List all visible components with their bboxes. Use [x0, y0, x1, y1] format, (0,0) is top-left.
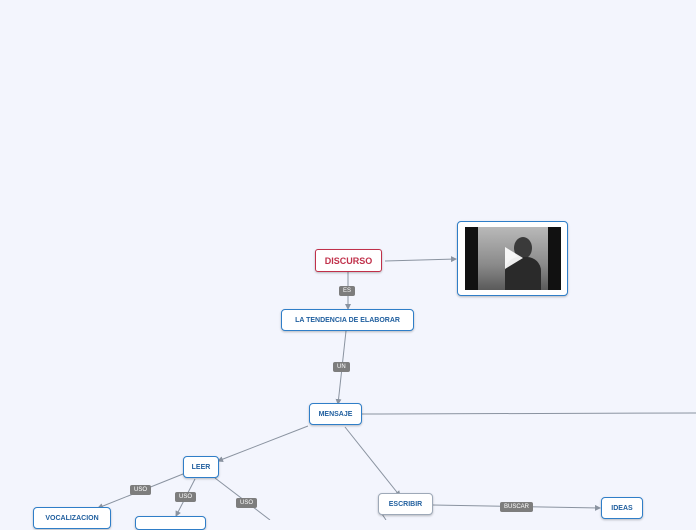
node-discurso[interactable]: DISCURSO [315, 249, 382, 272]
link-label-un: UN [333, 362, 350, 372]
connector-mensaje-leer [217, 425, 309, 462]
link-label-uso-right: USO [236, 498, 258, 508]
play-icon[interactable] [505, 247, 523, 269]
link-label-es: ES [339, 286, 356, 296]
connector-mensaje-right [361, 412, 696, 415]
video-thumbnail[interactable] [457, 221, 568, 296]
link-label-uso-middle: USO [175, 492, 197, 502]
node-vocalizacion[interactable]: VOCALIZACION [33, 507, 111, 529]
node-ideas[interactable]: IDEAS [601, 497, 643, 519]
node-leer[interactable]: LEER [183, 456, 219, 478]
node-escribir[interactable]: ESCRIBIR [378, 493, 433, 515]
link-label-uso-vocalizacion: USO [130, 485, 152, 495]
node-tendencia[interactable]: LA TENDENCIA DE ELABORAR [281, 309, 414, 331]
connector-mensaje-escribir [344, 426, 401, 497]
node-mensaje[interactable]: MENSAJE [309, 403, 362, 425]
video-frame [465, 227, 561, 290]
connector-discurso-video [384, 256, 457, 263]
node-leer-child-2[interactable] [135, 516, 206, 530]
connector-escribir-down [381, 513, 387, 520]
link-label-buscar: BUSCAR [500, 502, 534, 512]
